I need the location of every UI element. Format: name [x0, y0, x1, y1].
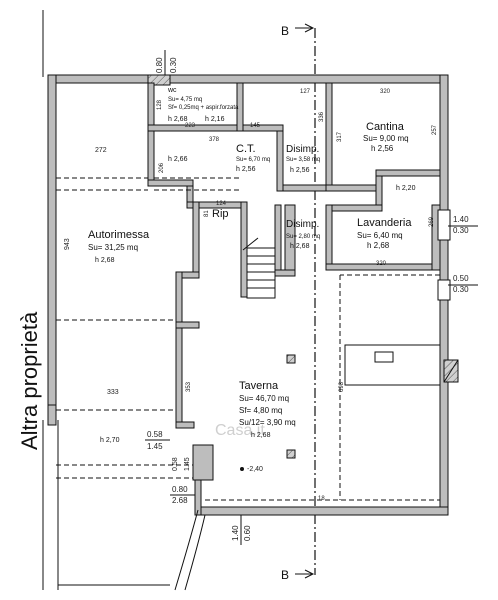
svg-text:Disimp.: Disimp.: [286, 219, 319, 230]
dim-943: 943: [64, 238, 71, 250]
svg-text:Autorimessa: Autorimessa: [88, 229, 150, 241]
dim-353: 353: [186, 381, 192, 392]
dim-140-r: 1.40: [453, 215, 469, 224]
taverna-walls: [175, 327, 214, 516]
dim-080-top: 0.80: [155, 57, 164, 73]
svg-text:h 2,68: h 2,68: [168, 116, 188, 123]
svg-text:Sf= 0,25mq + aspir.forzata: Sf= 0,25mq + aspir.forzata: [168, 105, 239, 111]
room-portico: h 2,70: [100, 437, 120, 444]
svg-text:h 2,68: h 2,68: [95, 257, 115, 264]
dim-223: 223: [185, 123, 196, 129]
window-right-2: [437, 279, 451, 301]
dim-127: 127: [300, 89, 311, 95]
window-right-1: [437, 209, 451, 241]
dim-058-v: 0.58: [172, 457, 179, 471]
side-label: Altra proprietà: [17, 311, 42, 450]
dim-272: 272: [95, 147, 107, 154]
level-label: -2,40: [247, 466, 263, 473]
dim-058-l: 0.58: [147, 430, 163, 439]
dim-145-v: 1.45: [184, 457, 191, 471]
svg-text:h 2,56: h 2,56: [236, 166, 256, 173]
dim-257: 257: [432, 124, 438, 135]
svg-text:Su= 6,70 mq: Su= 6,70 mq: [236, 157, 270, 163]
disimp-walls: [282, 82, 441, 276]
dim-050-r: 0.50: [453, 274, 469, 283]
svg-text:Taverna: Taverna: [239, 380, 279, 392]
svg-text:Su= 9,00 mq: Su= 9,00 mq: [363, 134, 409, 143]
dim-698: 698: [339, 381, 345, 392]
section-arrow-top-icon: [295, 23, 315, 33]
svg-text:Su= 46,70 mq: Su= 46,70 mq: [239, 394, 289, 403]
dim-317: 317: [337, 131, 343, 142]
entrance-ramp: [174, 509, 206, 591]
watermark: Casa.it: [215, 422, 265, 439]
svg-text:h 2,68: h 2,68: [367, 241, 390, 250]
room-lavanderia: Lavanderia Su= 6,40 mq h 2,68 h 2,20: [357, 185, 416, 250]
svg-text:Su/12= 3,90 mq: Su/12= 3,90 mq: [239, 418, 296, 427]
dim-124: 124: [216, 201, 227, 207]
dim-030-top: 0.30: [169, 57, 178, 73]
svg-text:Su= 3,58 mq: Su= 3,58 mq: [286, 157, 320, 163]
dimension-labels: 0.80 0.30 127 320 128 223 145 336 317 25…: [64, 50, 478, 545]
dim-81: 81: [204, 210, 210, 217]
svg-text:C.T.: C.T.: [236, 143, 256, 155]
svg-text:Rip: Rip: [212, 208, 229, 220]
room-disimp-1: Disimp. Su= 3,58 mq h 2,56: [286, 144, 320, 174]
svg-text:h 2,20: h 2,20: [396, 185, 416, 192]
room-autorimessa: Autorimessa Su= 31,25 mq h 2,68: [88, 229, 150, 264]
dim-030-r2: 0.30: [453, 285, 469, 294]
room-rip: Rip: [212, 208, 229, 220]
room-disimp-2: Disimp. Su= 2,80 mq h 2,68: [286, 219, 320, 250]
dim-320-top: 320: [380, 89, 391, 95]
ct-walls: [147, 130, 284, 209]
svg-text:h 2,56: h 2,56: [371, 144, 394, 153]
svg-text:h 2,66: h 2,66: [168, 156, 188, 163]
dim-030-r1: 0.30: [453, 226, 469, 235]
svg-text:Su= 6,40 mq: Su= 6,40 mq: [357, 231, 403, 240]
dim-18: 18: [318, 496, 325, 502]
section-label-bottom: B: [281, 568, 289, 582]
svg-text:wc: wc: [167, 87, 177, 94]
room-taverna: Taverna Su= 46,70 mq Sf= 4,80 mq Su/12= …: [239, 380, 296, 439]
svg-text:Lavanderia: Lavanderia: [357, 217, 412, 229]
dim-145-l: 1.45: [147, 442, 163, 451]
svg-text:Cantina: Cantina: [366, 121, 405, 133]
room-ct: C.T. Su= 6,70 mq h 2,56 h 2,66: [168, 143, 270, 173]
garage-dashed-lines: [56, 177, 440, 501]
dim-333: 333: [107, 389, 119, 396]
svg-text:h 2,68: h 2,68: [290, 243, 310, 250]
room-wc: wc Su= 4,75 mq Sf= 0,25mq + aspir.forzat…: [167, 87, 239, 123]
dim-080-b: 0.80: [172, 485, 188, 494]
dim-336: 336: [319, 111, 325, 122]
dim-128: 128: [157, 99, 163, 110]
dim-145: 145: [250, 123, 261, 129]
svg-text:h 2,70: h 2,70: [100, 437, 120, 444]
svg-text:Sf= 4,80 mq: Sf= 4,80 mq: [239, 406, 282, 415]
svg-text:Disimp.: Disimp.: [286, 144, 319, 155]
section-label-top: B: [281, 24, 289, 38]
dim-378: 378: [209, 137, 220, 143]
svg-text:h 2,68: h 2,68: [251, 432, 271, 439]
skylight-marks: [286, 344, 459, 459]
svg-text:Su= 31,25 mq: Su= 31,25 mq: [88, 243, 138, 252]
staircase: [242, 237, 276, 299]
svg-text:h 2,56: h 2,56: [290, 167, 310, 174]
column-top-left: [147, 74, 171, 86]
svg-text:h 2,16: h 2,16: [205, 116, 225, 123]
dim-206: 206: [159, 162, 165, 173]
svg-text:Su= 4,75 mq: Su= 4,75 mq: [168, 97, 202, 103]
dim-269: 269: [429, 216, 435, 227]
svg-text:Su= 2,80 mq: Su= 2,80 mq: [286, 234, 320, 240]
section-arrow-bottom-icon: [295, 569, 315, 579]
room-cantina: Cantina Su= 9,00 mq h 2,56: [363, 121, 409, 153]
dim-060-b: 0.60: [243, 525, 252, 541]
dim-140-b: 1.40: [231, 525, 240, 541]
stair-walls: [175, 201, 296, 329]
dim-320-mid: 320: [376, 261, 387, 267]
dim-268-b: 2.68: [172, 496, 188, 505]
level-marker: -2,40: [240, 466, 263, 473]
